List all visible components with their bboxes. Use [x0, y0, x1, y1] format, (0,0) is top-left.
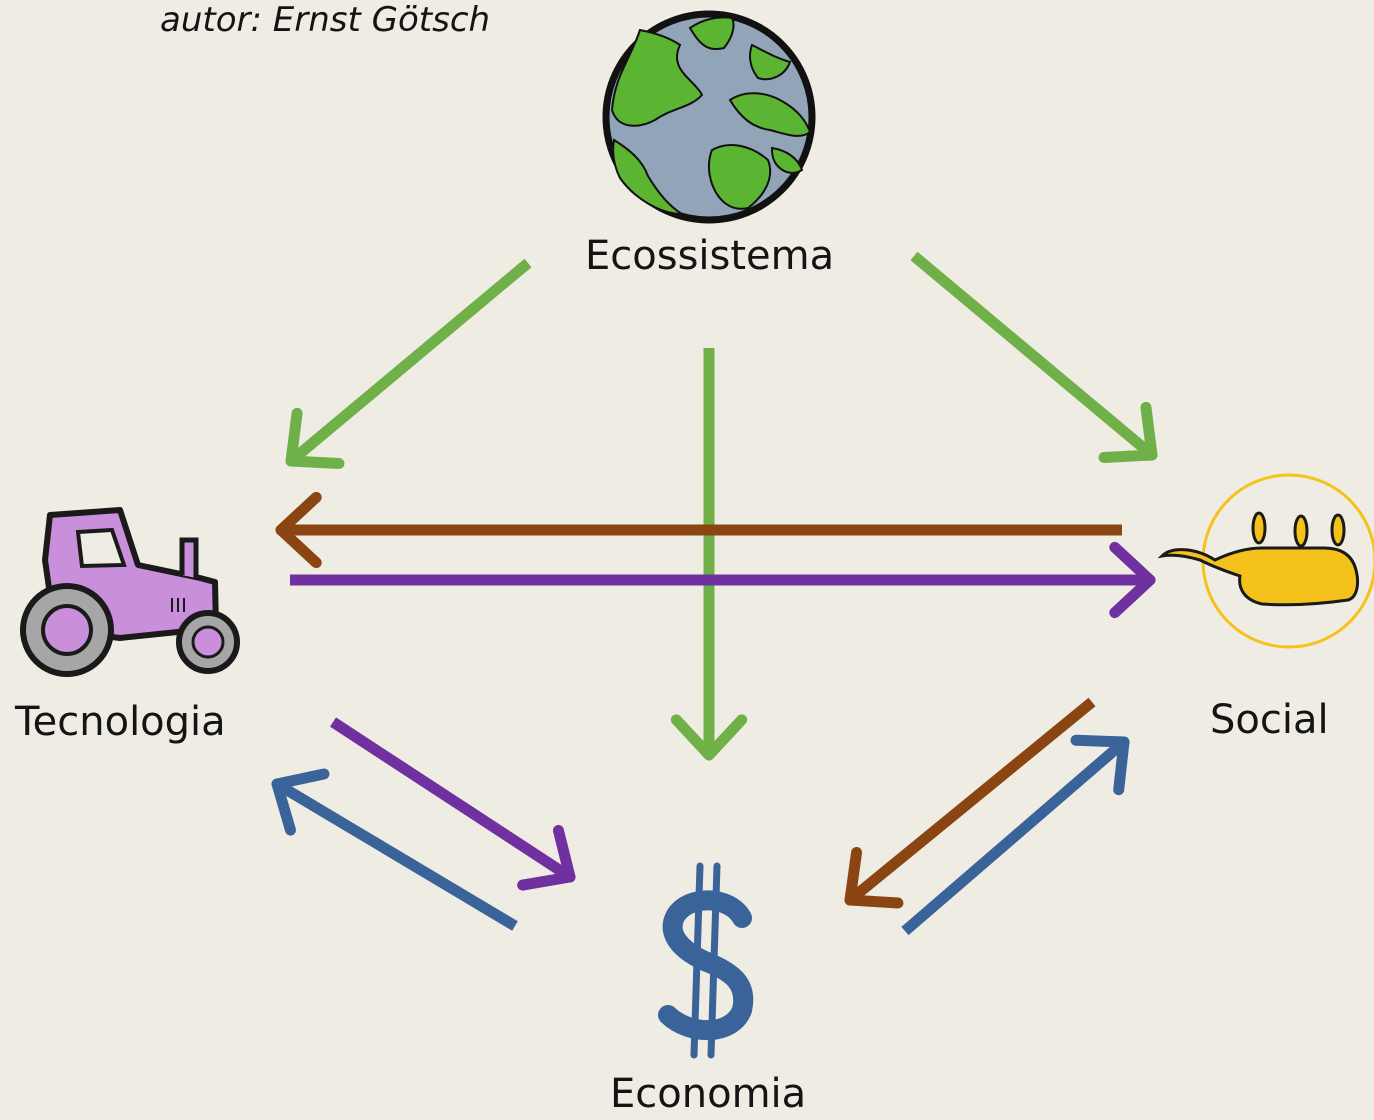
arrow-economia-to-social — [901, 734, 1130, 936]
author-credit: autor: Ernst Götsch — [160, 0, 491, 40]
label-ecosystem: Ecossistema — [585, 233, 835, 279]
arrow-layer — [271, 251, 1158, 936]
people-group-icon — [1157, 473, 1374, 649]
arrow-social-to-tecnologia — [275, 491, 1122, 569]
arrow-tecnologia-to-economia — [329, 717, 576, 891]
label-social: Social — [1210, 697, 1329, 743]
arrow-ecossistema-to-social — [910, 251, 1158, 463]
label-technology: Tecnologia — [15, 699, 226, 745]
arrow-tecnologia-to-social — [290, 541, 1156, 619]
arrow-social-to-economia — [844, 697, 1096, 909]
globe-icon — [602, 10, 816, 224]
arrow-economia-to-tecnologia — [271, 768, 518, 931]
tractor-icon — [20, 507, 240, 677]
arrow-ecossistema-to-economia — [670, 348, 748, 761]
arrow-ecossistema-to-tecnologia — [285, 258, 532, 469]
dollar-sign-icon — [658, 862, 754, 1059]
label-economy: Economia — [610, 1071, 807, 1117]
